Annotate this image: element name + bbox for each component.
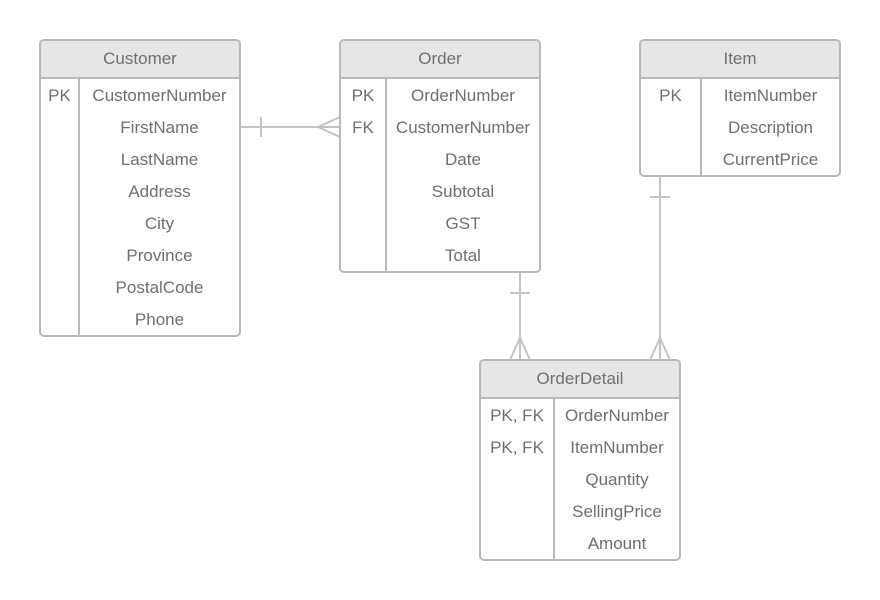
key-column: PK bbox=[641, 79, 702, 175]
attribute-cell[interactable]: ItemNumber bbox=[723, 86, 818, 105]
key-cell bbox=[481, 464, 553, 496]
key-cell bbox=[41, 240, 78, 272]
key-cell bbox=[341, 208, 385, 240]
attribute-cell[interactable]: Date bbox=[445, 150, 481, 169]
attribute-cell[interactable]: Subtotal bbox=[431, 182, 495, 201]
attribute-column: OrderNumber ItemNumber Quantity SellingP… bbox=[555, 399, 679, 559]
key-cell: PK, FK bbox=[490, 438, 544, 457]
key-cell bbox=[41, 272, 78, 304]
attribute-cell[interactable]: Total bbox=[445, 246, 481, 265]
key-cell bbox=[41, 112, 78, 144]
attribute-column: ItemNumber Description CurrentPrice bbox=[702, 79, 839, 175]
attribute-cell[interactable]: Address bbox=[128, 182, 191, 201]
entity-title: OrderDetail bbox=[481, 361, 679, 399]
attribute-cell[interactable]: Amount bbox=[587, 534, 647, 553]
key-cell bbox=[641, 112, 700, 144]
key-cell bbox=[481, 528, 553, 559]
key-cell bbox=[481, 496, 553, 528]
key-column: PK bbox=[41, 79, 80, 335]
key-cell bbox=[341, 176, 385, 208]
key-cell bbox=[41, 144, 78, 176]
entity-title: Customer bbox=[41, 41, 239, 79]
crowfoot-marker bbox=[519, 337, 531, 361]
attribute-cell[interactable]: PostalCode bbox=[115, 278, 204, 297]
attribute-cell[interactable]: Quantity bbox=[585, 470, 649, 489]
crowfoot-marker bbox=[509, 337, 521, 361]
attribute-cell[interactable]: CustomerNumber bbox=[395, 118, 531, 137]
attribute-column: OrderNumber CustomerNumber Date Subtotal… bbox=[387, 79, 539, 271]
key-cell bbox=[341, 240, 385, 271]
attribute-cell[interactable]: LastName bbox=[120, 150, 199, 169]
attribute-cell[interactable]: Province bbox=[126, 246, 193, 265]
entity-customer[interactable]: Customer PK CustomerNumber FirstName Las… bbox=[39, 39, 241, 337]
attribute-cell[interactable]: SellingPrice bbox=[572, 502, 662, 521]
attribute-cell[interactable]: GST bbox=[445, 214, 481, 233]
attribute-cell[interactable]: ItemNumber bbox=[570, 438, 664, 457]
crowfoot-marker bbox=[659, 337, 671, 361]
crowfoot-marker bbox=[649, 337, 661, 361]
key-cell: FK bbox=[352, 118, 374, 137]
entity-title: Order bbox=[341, 41, 539, 79]
attribute-cell[interactable]: OrderNumber bbox=[411, 86, 515, 105]
key-cell: PK bbox=[659, 86, 682, 105]
key-cell bbox=[341, 144, 385, 176]
attribute-cell[interactable]: OrderNumber bbox=[565, 406, 669, 425]
attribute-cell[interactable]: Phone bbox=[134, 310, 185, 329]
relationship-item-orderdetail[interactable] bbox=[649, 176, 671, 361]
attribute-cell[interactable]: CurrentPrice bbox=[722, 150, 819, 169]
key-cell bbox=[41, 176, 78, 208]
attribute-cell[interactable]: City bbox=[144, 214, 175, 233]
entity-title: Item bbox=[641, 41, 839, 79]
key-column: PK FK bbox=[341, 79, 387, 271]
key-cell bbox=[41, 208, 78, 240]
relationship-order-orderdetail[interactable] bbox=[509, 272, 531, 361]
attribute-column: CustomerNumber FirstName LastName Addres… bbox=[80, 79, 239, 335]
key-cell: PK bbox=[48, 86, 71, 105]
key-cell bbox=[641, 144, 700, 175]
relationship-customer-order[interactable] bbox=[240, 116, 341, 138]
key-cell: PK bbox=[351, 86, 375, 105]
key-cell: PK, FK bbox=[490, 406, 544, 425]
crowfoot-marker bbox=[317, 126, 341, 138]
crowfoot-marker bbox=[317, 116, 341, 128]
key-column: PK, FK PK, FK bbox=[481, 399, 555, 559]
key-cell bbox=[41, 304, 78, 335]
entity-orderdetail[interactable]: OrderDetail PK, FK PK, FK OrderNumber It… bbox=[479, 359, 681, 561]
attribute-cell[interactable]: Description bbox=[727, 118, 814, 137]
attribute-cell[interactable]: CustomerNumber bbox=[92, 86, 227, 105]
entity-item[interactable]: Item PK ItemNumber Description CurrentPr… bbox=[639, 39, 841, 177]
attribute-cell[interactable]: FirstName bbox=[120, 118, 199, 137]
entity-order[interactable]: Order PK FK OrderNumber CustomerNumber D… bbox=[339, 39, 541, 273]
